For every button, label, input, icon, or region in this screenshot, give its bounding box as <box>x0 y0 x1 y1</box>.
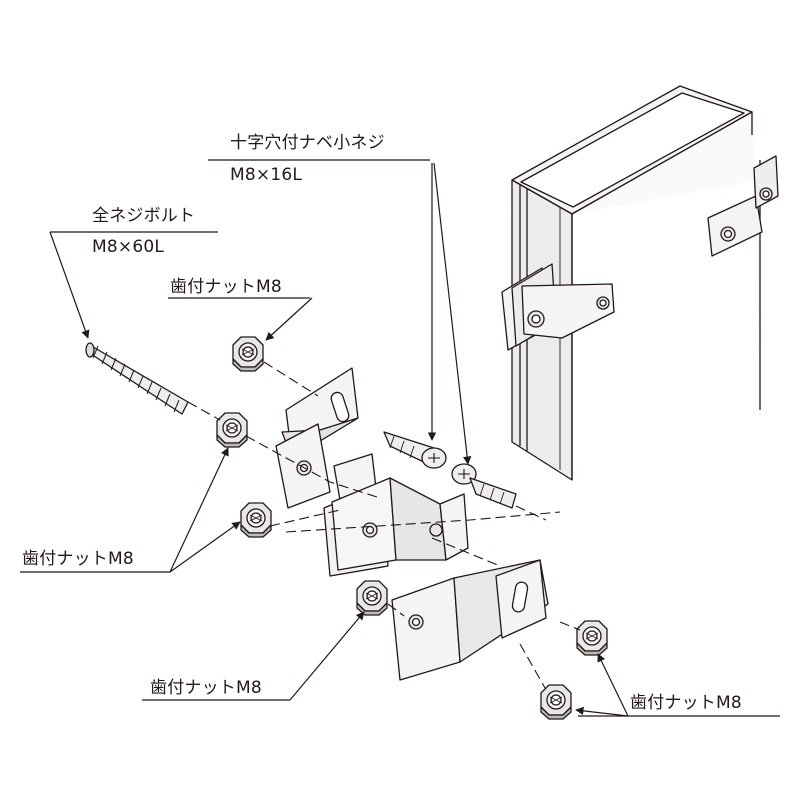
label-bolt-name: 全ネジボルト <box>92 206 196 226</box>
label-nut-left: 歯付ナットM8 <box>22 549 134 569</box>
leader-lines <box>20 159 780 717</box>
pan-head-screw-left <box>383 431 447 469</box>
leader-nut-right-arrow-2 <box>575 706 629 717</box>
leader-screw-arrow-2 <box>433 162 472 465</box>
flange-nut-center <box>356 580 388 616</box>
label-screw-name: 十字穴付ナベ小ネジ <box>230 133 385 153</box>
leader-bolt-arrow <box>49 231 90 339</box>
bracket-upper <box>275 367 359 509</box>
flange-nut-left-lower <box>240 502 272 538</box>
flange-nut-right <box>576 620 608 656</box>
bracket-middle <box>323 453 469 577</box>
post-assembly <box>501 85 779 481</box>
label-nut-right: 歯付ナットM8 <box>630 693 742 713</box>
post-clamp-upper <box>707 155 779 257</box>
leader-nut-left-arrow-2 <box>169 521 241 573</box>
leader-nut-left-arrow-1 <box>169 447 229 573</box>
post-clamp-lower <box>501 263 615 351</box>
label-bolt-size: M8×60L <box>92 237 165 257</box>
threaded-bolt <box>85 342 189 415</box>
leader-nut-bottom-arrow <box>289 611 365 701</box>
post-right-face <box>572 112 760 400</box>
leader-nut-right-arrow-1 <box>597 653 629 717</box>
leader-nut-top-arrow <box>265 297 313 341</box>
label-nut-bottom: 歯付ナットM8 <box>150 678 262 698</box>
flange-nut-bottom <box>540 684 572 720</box>
pan-head-screw-right <box>451 463 517 509</box>
flange-nut-top <box>232 336 264 372</box>
label-nut-top: 歯付ナットM8 <box>170 277 282 297</box>
flange-nut-left-upper <box>216 412 248 448</box>
label-screw-size: M8×16L <box>230 165 303 185</box>
bracket-lower <box>391 559 549 681</box>
assembly-axes <box>187 361 581 689</box>
